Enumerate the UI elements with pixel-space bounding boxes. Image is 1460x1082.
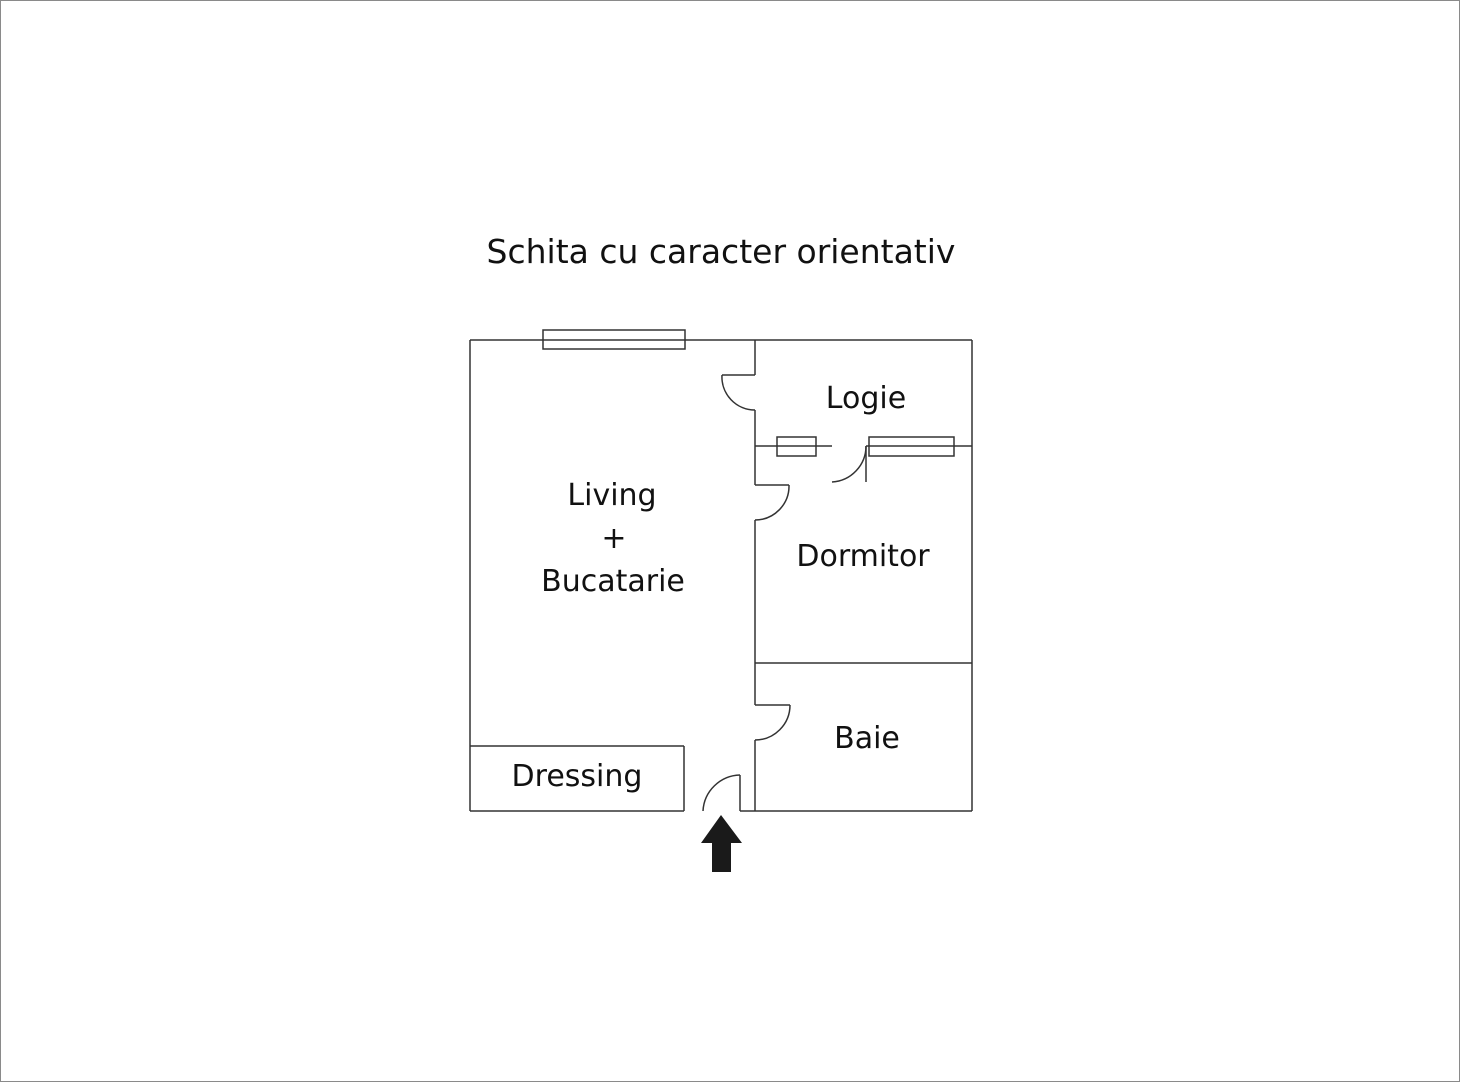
diagram-title: Schita cu caracter orientativ	[486, 232, 956, 271]
room-label-dormitor: Dormitor	[796, 539, 930, 574]
window-logie-large	[868, 436, 955, 457]
room-label-bucatarie: Bucatarie	[541, 564, 685, 599]
window-living	[542, 329, 686, 350]
room-label-living: Living	[567, 478, 656, 513]
door-dormitor	[754, 484, 790, 521]
window-logie-small	[776, 436, 817, 457]
door-logie-dormitor	[831, 445, 867, 483]
door-baie	[754, 704, 791, 741]
room-label-baie: Baie	[834, 721, 900, 756]
room-label-logie: Logie	[826, 381, 906, 416]
room-label-dressing: Dressing	[512, 759, 643, 794]
door-living-logie	[721, 374, 756, 411]
room-label-plus: +	[601, 521, 626, 556]
entrance-arrow-icon	[701, 815, 742, 872]
door-entrance	[702, 774, 741, 812]
